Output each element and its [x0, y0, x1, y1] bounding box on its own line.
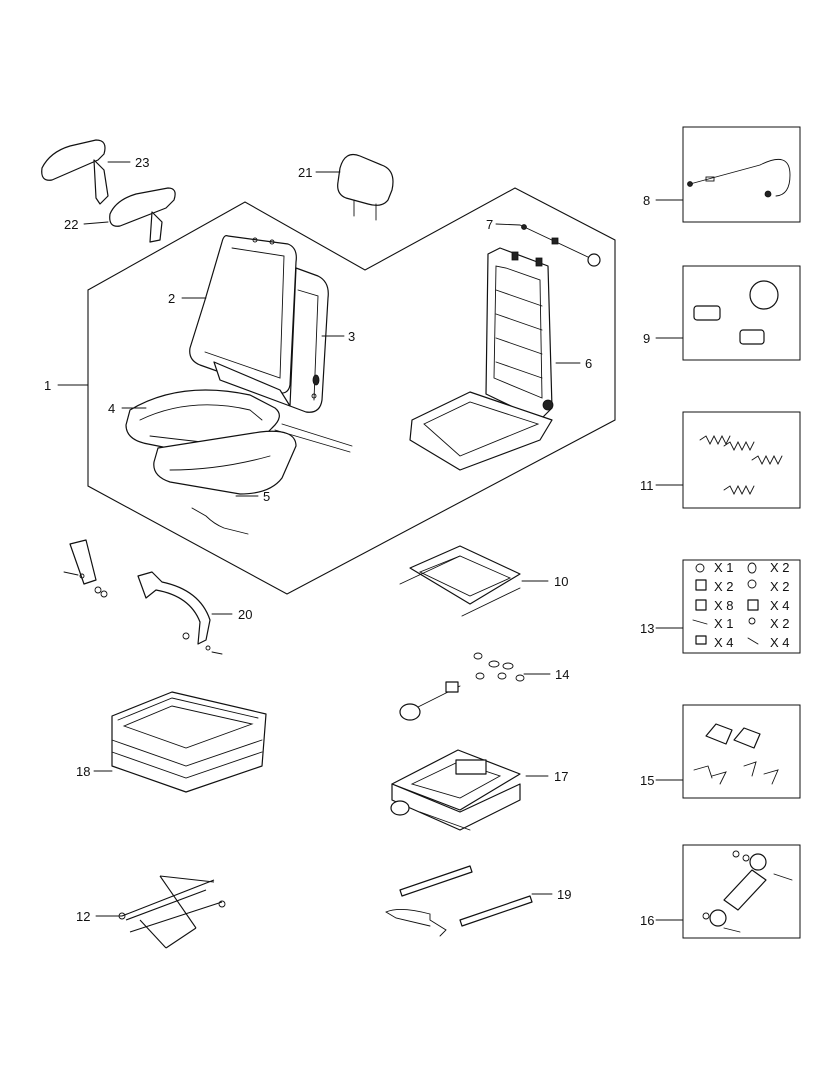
qty-label: X 1 — [714, 560, 734, 575]
kit13-quantities: X 1 X 2 X 2 X 2 X 8 X 4 X 1 X 2 X 4 X 4 — [714, 560, 790, 650]
headrest — [337, 153, 394, 221]
shock-absorber-16 — [702, 850, 793, 933]
backrest-cushion — [189, 235, 297, 394]
callout-7: 7 — [486, 217, 493, 232]
qty-label: X 4 — [770, 598, 790, 613]
armrest-left — [41, 139, 109, 205]
suspension-unit — [390, 749, 521, 831]
part-box-16 — [682, 844, 801, 939]
qty-label: X 2 — [714, 579, 734, 594]
callout-23: 23 — [135, 155, 149, 170]
callout-12: 12 — [76, 909, 90, 924]
seat-wire — [191, 507, 249, 535]
callout-19: 19 — [557, 887, 571, 902]
lumbar-adjuster — [519, 224, 601, 267]
callout-17: 17 — [554, 769, 568, 784]
qty-label: X 2 — [770, 560, 790, 575]
callout-labels: 1 2 3 4 5 6 7 8 9 10 11 12 13 14 15 16 1… — [44, 155, 654, 928]
back-cover — [213, 267, 329, 413]
seat-belt — [63, 539, 108, 598]
qty-label: X 2 — [770, 616, 790, 631]
callout-15: 15 — [640, 773, 654, 788]
callout-3: 3 — [348, 329, 355, 344]
callout-4: 4 — [108, 401, 115, 416]
part-box-9 — [682, 265, 801, 361]
callout-2: 2 — [168, 291, 175, 306]
bellows — [111, 691, 267, 793]
seat-assembly-outline — [87, 187, 616, 595]
clips-part-15 — [693, 723, 779, 785]
leader-lines — [57, 161, 684, 921]
qty-label: X 4 — [714, 635, 734, 650]
qty-label: X 4 — [770, 635, 790, 650]
callout-20: 20 — [238, 607, 252, 622]
callout-8: 8 — [643, 193, 650, 208]
callout-18: 18 — [76, 764, 90, 779]
callout-9: 9 — [643, 331, 650, 346]
callout-16: 16 — [640, 913, 654, 928]
springs-part-11 — [699, 434, 783, 496]
callout-13: 13 — [640, 621, 654, 636]
qty-label: X 8 — [714, 598, 734, 613]
callout-21: 21 — [298, 165, 312, 180]
slide-mechanism — [399, 545, 521, 617]
callout-10: 10 — [554, 574, 568, 589]
hardware-kit-13 — [692, 562, 759, 645]
seat-frame — [409, 247, 554, 471]
part-box-8 — [682, 126, 801, 223]
knobs-part-9 — [693, 280, 779, 345]
callout-1: 1 — [44, 378, 51, 393]
seat-pan — [153, 423, 353, 495]
armrest-right — [109, 187, 176, 243]
qty-label: X 2 — [770, 579, 790, 594]
callout-22: 22 — [64, 217, 78, 232]
qty-label: X 1 — [714, 616, 734, 631]
part-box-11 — [682, 411, 801, 509]
cable-part-8 — [687, 158, 791, 198]
part-box-15 — [682, 704, 801, 799]
belt-bracket — [137, 571, 223, 655]
adjuster-kit — [399, 652, 525, 721]
callout-6: 6 — [585, 356, 592, 371]
callout-14: 14 — [555, 667, 569, 682]
seat-rails — [385, 865, 533, 937]
callout-11: 11 — [640, 478, 654, 493]
part-box-13 — [682, 559, 801, 654]
callout-5: 5 — [263, 489, 270, 504]
scissor-frame — [118, 875, 226, 949]
